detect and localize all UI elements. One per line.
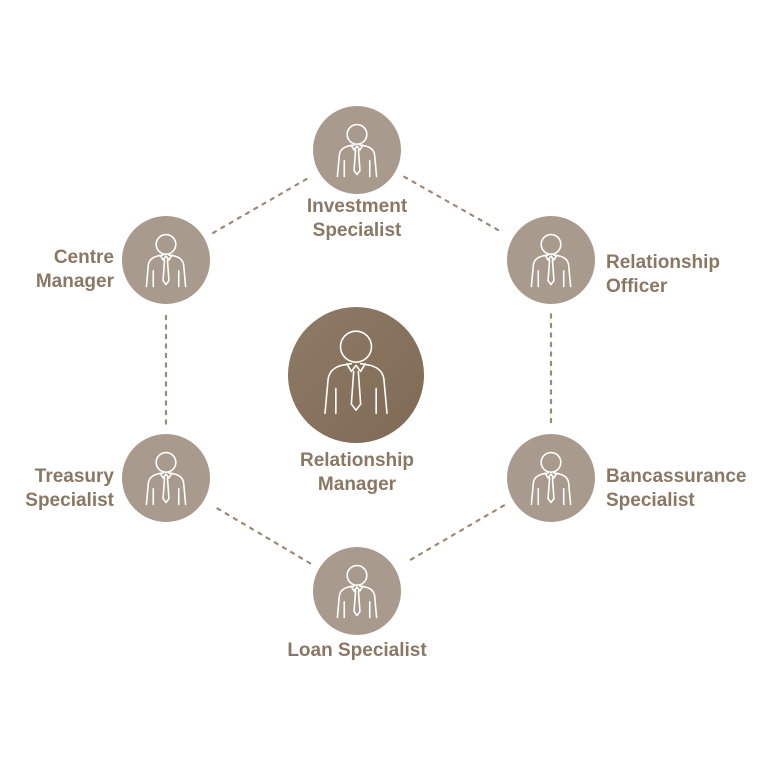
ring-dot: [426, 547, 432, 552]
label-line: Specialist: [25, 490, 114, 511]
ring-dot: [236, 215, 242, 220]
ring-dot: [249, 526, 254, 531]
ring-dot: [434, 542, 440, 547]
label-centre-manager: Centre Manager: [20, 246, 114, 294]
label-loan-specialist: Loan Specialist: [287, 639, 426, 663]
person-icon: [145, 233, 187, 288]
person-icon: [145, 451, 187, 506]
person-icon: [530, 451, 572, 506]
ring-dot: [428, 189, 433, 194]
label-line: Centre: [53, 247, 114, 268]
ring-dot: [403, 175, 409, 180]
node-circle: [507, 216, 595, 304]
ring-dot: [418, 552, 423, 556]
ring-dot: [220, 225, 226, 230]
ring-dot: [306, 560, 312, 565]
ring-dot: [281, 546, 287, 550]
node-centre-manager: [122, 216, 210, 304]
hub-label-line-1: Relationship: [299, 450, 415, 471]
person-icon: [530, 233, 572, 288]
ring-dot: [409, 556, 415, 561]
person-icon: [336, 123, 378, 178]
label-line: Officer: [606, 276, 668, 297]
hub-node: [288, 307, 424, 443]
ring-dot: [216, 507, 222, 512]
node-loan-specialist: [313, 547, 401, 635]
dotted-ring: [164, 175, 553, 565]
ring-dot: [411, 180, 417, 185]
ring-dot: [475, 518, 481, 523]
label-line: Relationship: [606, 252, 721, 273]
label-investment-specialist: Investment Specialist: [307, 195, 407, 243]
label-line: Specialist: [312, 220, 402, 241]
ring-dot: [273, 541, 279, 546]
ring-dot: [245, 211, 250, 215]
ring-dot: [459, 528, 464, 533]
person-icon: [336, 564, 378, 619]
node-circle: [122, 216, 210, 304]
ring-dot: [232, 516, 238, 521]
label-bancassurance-specialist: Bancassurance Specialist: [606, 465, 746, 513]
ring-dot: [500, 504, 506, 509]
ring-dot: [265, 536, 271, 541]
hub-circle: [288, 307, 424, 443]
node-circle: [122, 434, 210, 522]
label-line: Manager: [35, 271, 114, 292]
label-line: Treasury: [34, 466, 114, 487]
ring-dot: [477, 217, 483, 222]
label-line: Investment: [306, 196, 408, 217]
ring-dot: [419, 185, 425, 189]
ring-dot: [436, 194, 442, 199]
node-investment-specialist: [313, 106, 401, 194]
label-line: Specialist: [606, 490, 695, 511]
ring-dot: [494, 227, 500, 232]
label-treasury-specialist: Treasury Specialist: [20, 465, 114, 513]
ring-dot: [240, 521, 246, 526]
node-circle: [313, 106, 401, 194]
ring-dot: [461, 208, 467, 213]
node-treasury-specialist: [122, 434, 210, 522]
ring-dot: [286, 187, 292, 192]
ring-dot: [269, 197, 275, 201]
hub-label: Relationship Manager: [300, 449, 414, 497]
ring-dot: [491, 509, 497, 513]
label-relationship-officer: Relationship Officer: [606, 251, 720, 299]
ring-dot: [444, 199, 450, 203]
person-icon: [324, 330, 388, 415]
node-bancassurance-specialist: [507, 434, 595, 522]
ring-dot: [294, 182, 300, 187]
ring-dot: [302, 178, 308, 182]
ring-dot: [212, 230, 217, 234]
ring-dot: [224, 512, 230, 517]
node-relationship-officer: [507, 216, 595, 304]
label-line: Bancassurance: [606, 466, 747, 487]
hub-label-line-2: Manager: [317, 474, 397, 495]
ring-dot: [261, 201, 267, 206]
ring-dot: [298, 555, 304, 560]
ring-dot: [483, 513, 489, 518]
label-line: Loan Specialist: [287, 640, 427, 661]
ring-dot: [253, 206, 259, 211]
node-circle: [507, 434, 595, 522]
ring-dot: [277, 192, 283, 196]
node-circle: [313, 547, 401, 635]
ring-dot: [485, 222, 491, 227]
ring-dot: [290, 550, 295, 555]
ring-dot: [467, 523, 473, 528]
ring-dot: [442, 537, 448, 542]
ring-dot: [450, 532, 456, 537]
outer-nodes: [122, 106, 595, 635]
ring-dot: [469, 213, 475, 217]
ring-dot: [257, 531, 263, 536]
ring-dot: [452, 203, 458, 208]
ring-dot: [228, 220, 234, 225]
